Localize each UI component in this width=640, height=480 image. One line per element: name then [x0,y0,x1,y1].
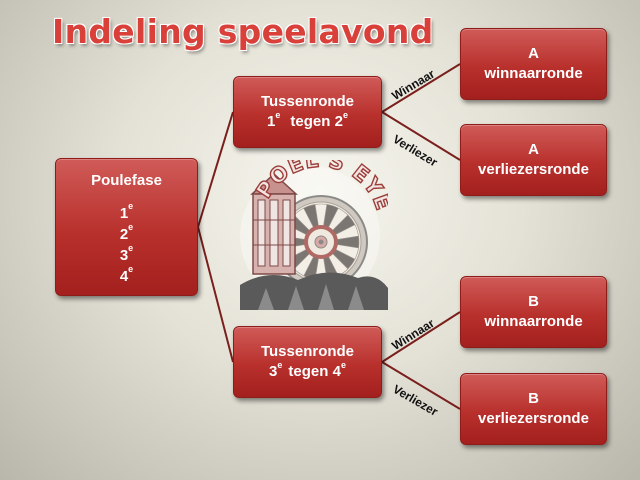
b-losers-round-name: verliezersronde [478,410,589,427]
interim-round-1-title: Tussenronde [260,93,355,110]
connector-interim1-to-a-winner [381,63,461,113]
a-winners-round-box: A winnaarronde [460,28,607,100]
roofs-icon [240,272,388,310]
pool-rank-1: 1e [119,201,134,223]
a-losers-round-box: A verliezersronde [460,124,607,196]
page-title: Indeling speelavond [52,12,434,51]
connector-pool-to-interim-1 [197,111,234,228]
poels-eye-logo: POEL'S EYE [240,160,388,310]
tower-icon [250,172,298,275]
interim-round-2-title: Tussenronde [260,343,355,360]
b-losers-round-box: B verliezersronde [460,373,607,445]
pool-stage-heading: Poulefase [91,172,162,189]
a-winners-round-letter: A [528,45,539,62]
a-losers-round-letter: A [528,141,539,158]
connector-interim2-to-b-winner [381,311,461,363]
b-losers-round-letter: B [528,390,539,407]
b-winners-round-box: B winnaarronde [460,276,607,348]
connector-interim2-to-b-loser [381,361,461,410]
pool-stage-box: Poulefase 1e 2e 3e 4e [55,158,198,296]
a-winners-round-name: winnaarronde [484,65,583,82]
b-winners-round-letter: B [528,293,539,310]
a-losers-round-name: verliezersronde [478,161,589,178]
pool-rank-4: 4e [119,264,134,286]
b-winners-round-name: winnaarronde [484,313,583,330]
pool-rank-2: 2e [119,222,134,244]
connector-pool-to-interim-2 [197,226,234,363]
pool-rank-3: 3e [119,243,134,265]
connector-interim1-to-a-loser [381,111,461,161]
